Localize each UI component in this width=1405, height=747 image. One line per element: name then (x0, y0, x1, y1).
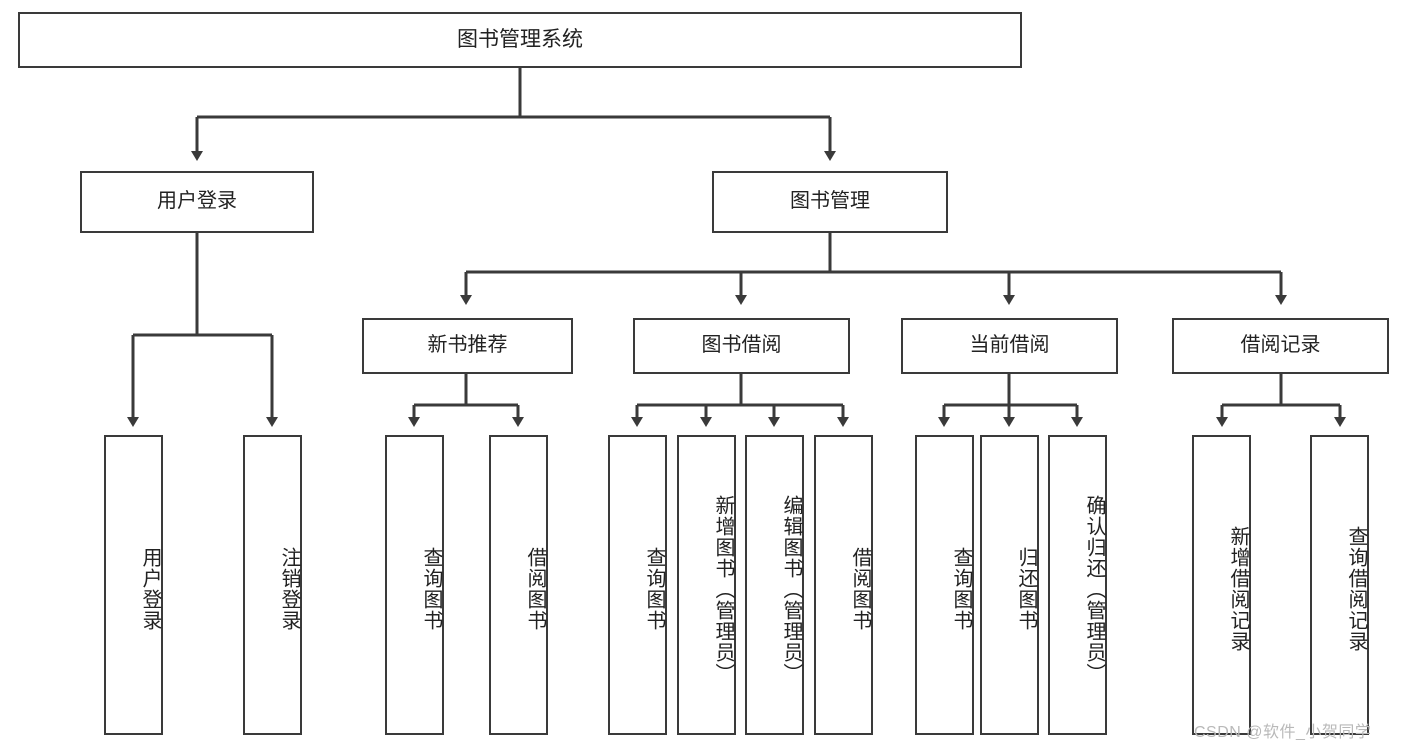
leaf-borrow-book[interactable]: 借阅图书 (814, 435, 873, 735)
node-label: 归还图书 (1015, 547, 1037, 631)
leaf-query-book-recommend[interactable]: 查询图书 (385, 435, 444, 735)
node-new-book-recommend[interactable]: 新书推荐 (362, 318, 573, 374)
node-label: 查询借阅记录 (1345, 526, 1367, 652)
node-label: 查询图书 (420, 547, 442, 631)
node-label: 借阅图书 (524, 547, 546, 631)
csdn-watermark: CSDN @软件_小贺同学 (1194, 724, 1372, 741)
node-label: 编辑图书（管理员） (780, 494, 802, 684)
node-label: 确认归还（管理员） (1083, 494, 1105, 684)
node-label: 新增图书（管理员） (712, 494, 734, 684)
leaf-edit-book-admin[interactable]: 编辑图书（管理员） (745, 435, 804, 735)
node-label: 当前借阅 (969, 334, 1050, 357)
node-label: 用户登录 (139, 547, 161, 631)
node-root-system[interactable]: 图书管理系统 (18, 12, 1022, 68)
leaf-user-login[interactable]: 用户登录 (104, 435, 163, 735)
leaf-borrow-book-recommend[interactable]: 借阅图书 (489, 435, 548, 735)
node-user-login[interactable]: 用户登录 (80, 171, 314, 233)
node-book-borrow[interactable]: 图书借阅 (633, 318, 850, 374)
leaf-query-book-borrow[interactable]: 查询图书 (608, 435, 667, 735)
leaf-logout-login[interactable]: 注销登录 (243, 435, 302, 735)
node-label: 借阅图书 (849, 547, 871, 631)
node-book-management[interactable]: 图书管理 (712, 171, 948, 233)
node-label: 图书管理 (790, 190, 870, 213)
node-label: 新增借阅记录 (1227, 526, 1249, 652)
node-label: 注销登录 (278, 547, 300, 631)
node-label: 图书借阅 (701, 334, 782, 357)
leaf-return-book[interactable]: 归还图书 (980, 435, 1039, 735)
node-current-borrow[interactable]: 当前借阅 (901, 318, 1118, 374)
node-label: 新书推荐 (427, 334, 508, 357)
node-label: 图书管理系统 (457, 27, 583, 51)
node-borrow-record[interactable]: 借阅记录 (1172, 318, 1389, 374)
leaf-add-borrow-record[interactable]: 新增借阅记录 (1192, 435, 1251, 735)
node-label: 用户登录 (157, 190, 237, 213)
leaf-query-borrow-record[interactable]: 查询借阅记录 (1310, 435, 1369, 735)
node-label: 借阅记录 (1240, 334, 1321, 357)
leaf-add-book-admin[interactable]: 新增图书（管理员） (677, 435, 736, 735)
leaf-confirm-return-admin[interactable]: 确认归还（管理员） (1048, 435, 1107, 735)
node-label: 查询图书 (950, 547, 972, 631)
node-label: 查询图书 (643, 547, 665, 631)
leaf-query-book-current[interactable]: 查询图书 (915, 435, 974, 735)
